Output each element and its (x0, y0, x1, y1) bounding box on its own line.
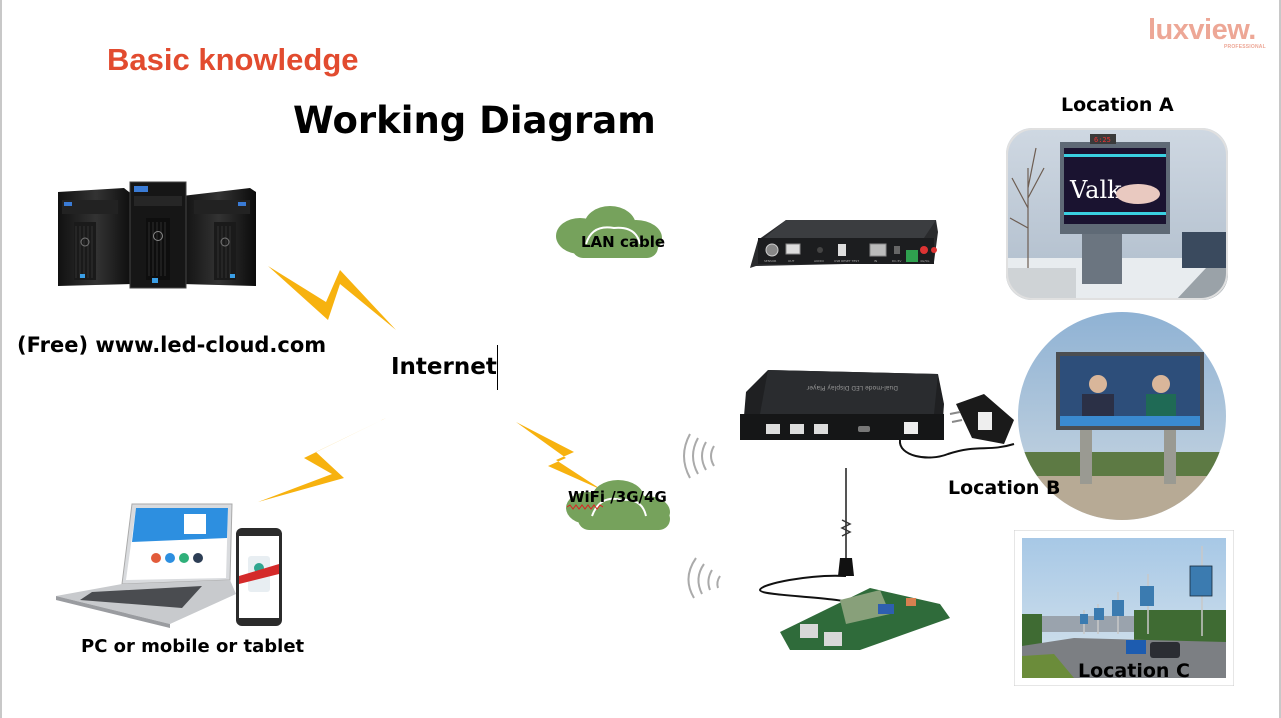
client-label: PC or mobile or tablet (81, 636, 305, 657)
wireless-control-card-icon (758, 468, 950, 650)
text-cursor (497, 345, 498, 390)
location-c-label: Location C (1078, 660, 1190, 682)
lan-cloud-icon (556, 206, 662, 258)
laptop-and-phone-icon (56, 503, 282, 628)
svg-text:4G/5G: 4G/5G (920, 259, 930, 263)
server-right (182, 188, 256, 286)
wifi-cloud-label: WiFi /3G/4G (568, 488, 667, 506)
location-b-label: Location B (948, 477, 1061, 499)
svg-text:Dual-mode LED Display Player: Dual-mode LED Display Player (806, 384, 898, 391)
lan-cloud-label: LAN cable (581, 233, 666, 251)
location-a-label: Location A (1061, 94, 1174, 116)
server-left (58, 188, 134, 286)
lightning-server-internet-icon (268, 266, 396, 330)
svg-text:OUT: OUT (788, 259, 795, 263)
wifi-cloud-icon (566, 480, 670, 530)
billboard-text: Valk (1069, 176, 1122, 204)
wireless-signal-icon (687, 557, 721, 599)
laptop-icon (56, 503, 236, 628)
server-label: (Free) www.led-cloud.com (17, 333, 327, 357)
dual-mode-led-player-icon: Dual-mode LED Display Player (740, 370, 1015, 459)
diagram-title: Working Diagram (293, 99, 656, 142)
location-b-photo (1018, 312, 1226, 520)
brand-logo: luxview. (1148, 14, 1256, 46)
location-a-photo: 6:25 Valk (1006, 128, 1228, 300)
svg-text:SENSOR: SENSOR (764, 259, 776, 263)
svg-text:AUDIO: AUDIO (814, 259, 824, 263)
svg-text:6:25: 6:25 (1094, 136, 1111, 144)
brand-logo-subtext: PROFESSIONAL (1224, 44, 1266, 50)
phone-icon (236, 528, 282, 626)
internet-label: Internet (391, 354, 497, 380)
server-towers-icon (58, 181, 256, 289)
lightning-client-internet-icon (258, 418, 386, 502)
wireless-signal-icon (683, 433, 715, 479)
svg-text:USB RESET TEST: USB RESET TEST (834, 259, 859, 263)
section-title: Basic knowledge (107, 42, 359, 77)
svg-text:IN: IN (874, 259, 877, 263)
server-center (129, 181, 187, 289)
spellcheck-underline (567, 504, 603, 510)
svg-text:DC-5V: DC-5V (892, 259, 902, 263)
location-c-photo (1014, 530, 1234, 686)
led-display-player-lan-icon: SENSOR OUT AUDIO USB RESET TEST IN DC-5V 4G/5G (750, 220, 938, 268)
